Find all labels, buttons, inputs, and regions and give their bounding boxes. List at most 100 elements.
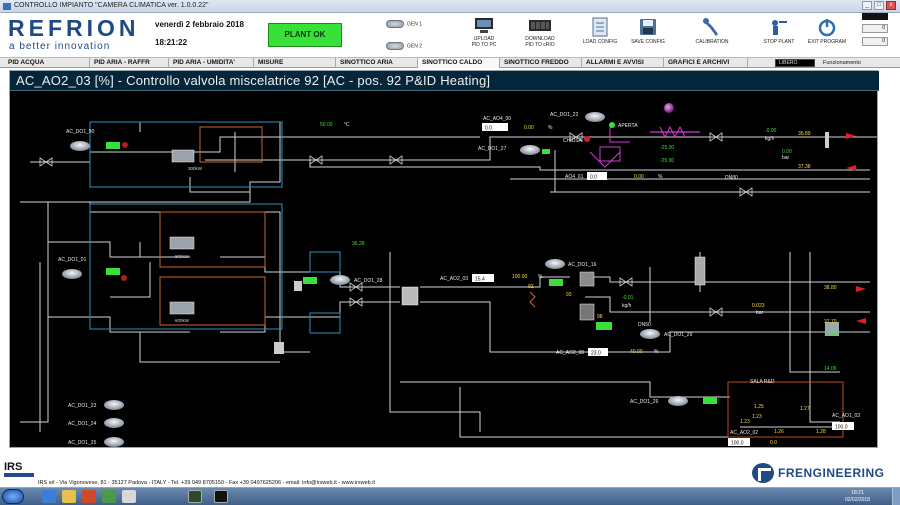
room-reading-123: 1.23 <box>740 419 750 425</box>
switch-do1-23[interactable] <box>104 400 124 410</box>
room-reading-123b: 1.23 <box>752 414 762 420</box>
ao2-08-input[interactable] <box>588 348 608 356</box>
temp-reading-1618: 16.18 <box>824 332 837 338</box>
switch-do1-28[interactable] <box>330 275 350 285</box>
switch-do1-23-label: AC_DO1_23 <box>68 403 97 409</box>
switch-do1-01[interactable] <box>62 269 82 279</box>
ao4-00-input[interactable] <box>482 123 508 131</box>
room-reading-128: 1.28 <box>816 429 826 435</box>
start-button[interactable] <box>2 489 24 504</box>
explorer-taskbar-icon[interactable] <box>62 490 76 503</box>
maximize-button[interactable]: □ <box>874 1 884 10</box>
app-taskbar-icon[interactable] <box>102 490 116 503</box>
switch-do1-16[interactable] <box>545 259 565 269</box>
minimize-button[interactable]: _ <box>862 1 872 10</box>
ao2-03-input[interactable] <box>472 274 494 282</box>
room-reading-127: 1.27 <box>800 406 810 412</box>
ao2-08-value: 23.0 <box>591 351 601 357</box>
valve-closed-label: CHIUSA <box>563 138 583 144</box>
exit-program-button[interactable]: EXIT PROGRAM <box>803 17 851 45</box>
download-pid-button[interactable]: DOWNLOAD PID TO cRIO <box>516 17 564 48</box>
room-reading-00: 0.0 <box>770 440 777 446</box>
date-display: venerdì 2 febbraio 2018 <box>155 20 244 29</box>
menu-pid-acqua[interactable]: PID ACQUA <box>4 58 90 68</box>
ao4-01-input[interactable] <box>587 172 607 180</box>
stop-plant-button[interactable]: STOP PLANT <box>755 17 803 45</box>
menu-allarmi-avvisi[interactable]: ALLARMI E AVVISI <box>582 58 664 68</box>
ao4-00-label: AC_AO4_00 <box>483 116 511 122</box>
unit-c-1: °C <box>344 122 350 128</box>
menu-sinottico-caldo[interactable]: SINOTTICO CALDO <box>418 58 500 68</box>
equipment-frames <box>89 121 341 334</box>
supply-temp-top: 36.89 <box>798 131 811 137</box>
switch-do1-26[interactable] <box>668 396 688 406</box>
ao4-01-label: AO4_01 <box>565 174 584 180</box>
switch-do1-25[interactable] <box>104 437 124 447</box>
heater-ball-icon <box>664 103 674 113</box>
save-config-button[interactable]: SAVE CONFIG <box>624 17 672 45</box>
side-value-1: 0 <box>862 24 888 33</box>
stop-plant-icon <box>772 20 787 35</box>
pump-pct-reading: 40.00 <box>630 349 643 355</box>
alarm-led-1 <box>122 142 128 148</box>
switch-do1-29-label: AC_DO1_29 <box>664 332 693 338</box>
menu-pid-aria-umidita[interactable]: PID ARIA - UMIDITA' <box>169 58 254 68</box>
taskbar: 18:21 02/02/2018 <box>0 487 900 505</box>
show-desktop-button[interactable] <box>892 488 900 505</box>
arrow-out-mid-icon <box>856 286 866 292</box>
app-icon <box>3 3 11 10</box>
calibration-label: CALIBRATION <box>695 39 729 45</box>
menu-grafici-archivi[interactable]: GRAFICI E ARCHIVI <box>664 58 748 68</box>
filter-icon <box>694 256 706 286</box>
valve92-label: 92 <box>528 284 534 290</box>
menu-sinottico-freddo[interactable]: SINOTTICO FREDDO <box>500 58 582 68</box>
ie-taskbar-icon[interactable] <box>42 490 56 503</box>
menu-pid-aria-raffr[interactable]: PID ARIA - RAFFR <box>90 58 169 68</box>
gen1-led-icon <box>386 20 404 28</box>
menu-misure[interactable]: MISURE <box>254 58 336 68</box>
running-app-2-icon[interactable] <box>214 490 228 503</box>
boiler1-power: 300kW <box>188 166 203 171</box>
pressure-unit-mid: bar <box>756 310 764 316</box>
media-taskbar-icon[interactable] <box>82 490 96 503</box>
internal-loops <box>159 126 844 438</box>
temp-top-reading: 50.00 <box>320 122 333 128</box>
pumps <box>169 132 839 354</box>
ao4-01-value: 0.0 <box>590 175 597 181</box>
ao2-02-value: 100.0 <box>731 441 744 447</box>
load-config-button[interactable]: LOAD CONFIG <box>576 17 624 45</box>
switch-do1-90[interactable] <box>70 141 90 151</box>
switch-do1-24-label: AC_DO1_24 <box>68 421 97 427</box>
close-button[interactable]: x <box>886 1 896 10</box>
upload-pid-label: UPLOAD PID TO PC <box>471 36 497 48</box>
return-temp-top: 37.38 <box>798 164 811 170</box>
valve-closed-led <box>584 136 590 142</box>
load-config-label: LOAD CONFIG <box>582 39 618 45</box>
switch-do1-22[interactable] <box>585 112 605 122</box>
gen1-indicator: GEN 1 <box>386 20 422 28</box>
menu-sinottico-aria[interactable]: SINOTTICO ARIA <box>336 58 418 68</box>
switch-do1-27[interactable] <box>520 145 540 155</box>
company-address: IRS srl - Via Vigonovese, 81 - 35127 Pad… <box>38 480 375 486</box>
status-led-3 <box>106 268 120 275</box>
header: REFRION a better innovation venerdì 2 fe… <box>0 13 900 58</box>
pct-sign-a: % <box>548 125 553 131</box>
setpoint-inputs: AC_AO4_00 0.0 AO4_01 0.0 AC_AO2_03 15.4 … <box>440 116 860 447</box>
power-icon <box>818 19 836 37</box>
download-crio-icon <box>529 20 551 31</box>
upload-pid-button[interactable]: UPLOAD PID TO PC <box>460 17 508 48</box>
ao1-03-input[interactable] <box>832 422 854 430</box>
system-clock[interactable]: 18:21 02/02/2018 <box>845 490 870 504</box>
switch-do1-29[interactable] <box>640 329 660 339</box>
status-led-6 <box>596 322 612 330</box>
calibration-button[interactable]: CALIBRATION <box>688 17 736 45</box>
ao2-02-input[interactable] <box>728 438 750 446</box>
pressure-unit-top: bar <box>782 155 790 161</box>
window-taskbar-icon[interactable] <box>122 490 136 503</box>
save-config-icon <box>640 19 656 35</box>
save-config-label: SAVE CONFIG <box>631 39 665 45</box>
switch-do1-24[interactable] <box>104 418 124 428</box>
irs-logo-bar <box>4 473 34 477</box>
running-app-1-icon[interactable] <box>188 490 202 503</box>
boiler3-power: 600kW <box>175 318 190 323</box>
